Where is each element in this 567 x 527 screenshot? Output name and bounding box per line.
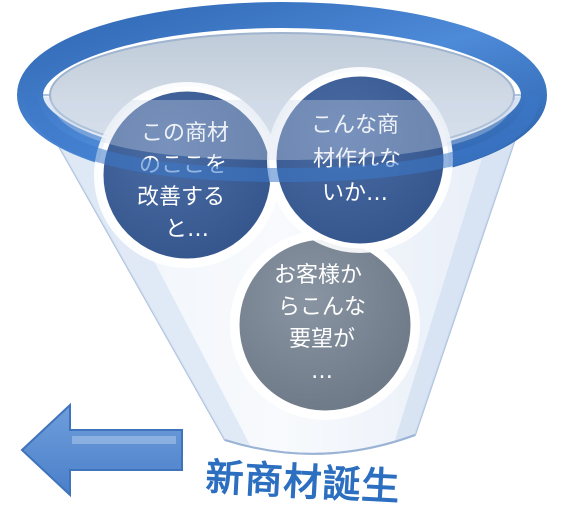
bubble-improve-product-line-1: この商材 <box>141 121 229 146</box>
bubble-customer-request: お客様か らこんな 要望が … <box>230 230 420 420</box>
bubble-customer-request-line-4: … <box>311 359 333 384</box>
bubble-improve-product-line-4: と… <box>165 217 209 242</box>
funnel-rim-front <box>23 93 541 183</box>
bubble-improve-product-line-3: 改善する <box>137 185 225 210</box>
left-arrow-icon <box>20 402 183 498</box>
caption-new-product-birth: 新商材誕生 <box>205 455 402 509</box>
bubble-customer-request-line-1: お客様か <box>274 263 362 288</box>
bubble-new-product-idea-line-3: いか… <box>322 181 388 206</box>
caption-text: 新商材誕生 <box>205 455 402 509</box>
bubble-customer-request-line-2: らこんな <box>278 295 366 320</box>
bubble-new-product-idea: こんな商 材作れな いか… <box>267 67 453 253</box>
bubble-new-product-idea-line-1: こんな商 <box>311 113 399 138</box>
bubble-customer-request-line-3: 要望が <box>289 327 355 352</box>
